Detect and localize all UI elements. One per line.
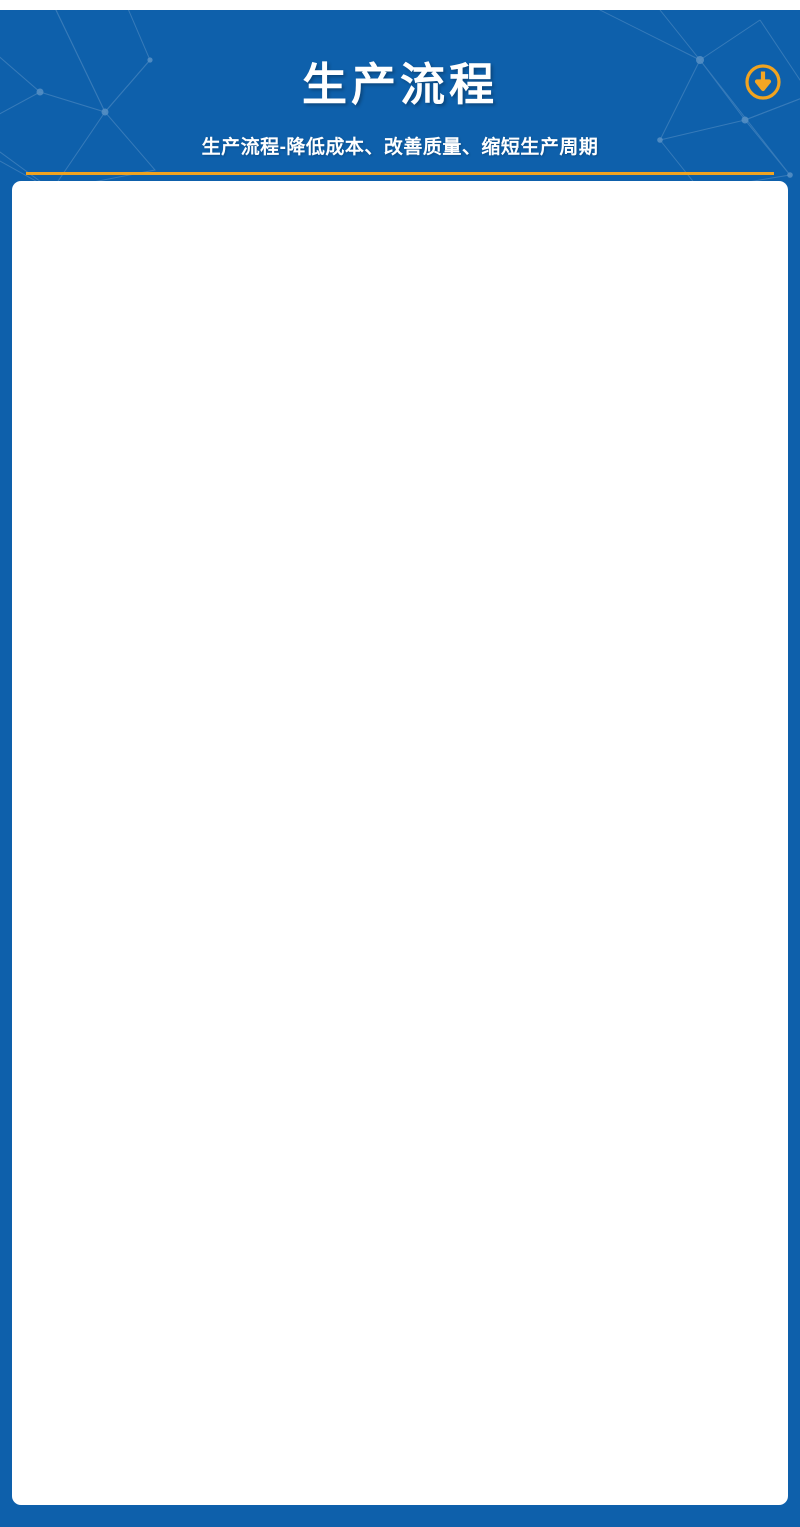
page-title: 生产流程 [301,59,498,110]
content-panel [12,181,788,1505]
page-header: 生产流程 生产流程-降低成本、改善质量、缩短生产周期 [0,10,800,170]
download-circle-icon[interactable] [744,63,782,101]
header-divider [26,172,774,175]
page-subtitle: 生产流程-降低成本、改善质量、缩短生产周期 [201,137,599,158]
